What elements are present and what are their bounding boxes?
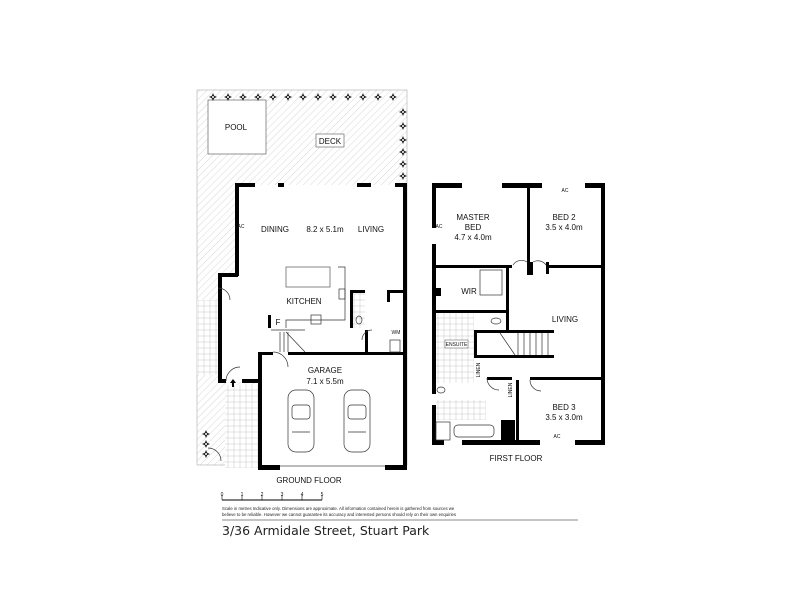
stairs bbox=[499, 332, 549, 356]
gate[interactable] bbox=[207, 447, 222, 462]
master-bed-label: MASTER bbox=[456, 213, 490, 222]
garage-label: GARAGE bbox=[308, 366, 342, 375]
linen-label: LINEN bbox=[476, 362, 482, 377]
master-door[interactable] bbox=[512, 260, 528, 266]
disclaimer-line-1: Scale in metres Indicative only. Dimensi… bbox=[222, 506, 455, 511]
deck-label: DECK bbox=[319, 137, 342, 146]
door-swing[interactable] bbox=[361, 329, 373, 341]
first-floor: MASTER BED 4.7 x 4.0m AC BED 2 3.5 x 4.0… bbox=[432, 183, 605, 463]
first-floor-title: FIRST FLOOR bbox=[490, 454, 543, 463]
kitchen-label: KITCHEN bbox=[286, 297, 321, 306]
master-bed-label-2: BED bbox=[465, 223, 482, 232]
bed2-door[interactable] bbox=[532, 260, 547, 266]
first-walls bbox=[432, 183, 605, 445]
wardrobe bbox=[479, 269, 503, 296]
disclaimer-line-2: believe to be reliable. However we canno… bbox=[222, 512, 456, 517]
house-footprint bbox=[218, 185, 405, 468]
dining-living-size: 8.2 x 5.1m bbox=[306, 225, 344, 234]
bed3-label: BED 3 bbox=[552, 403, 576, 412]
sink-icon bbox=[338, 288, 346, 300]
bathroom-door[interactable] bbox=[486, 377, 500, 391]
scale-bar: 0 1 2 3 4 5 bbox=[221, 492, 324, 501]
shower-icon bbox=[435, 421, 451, 441]
bed3-size: 3.5 x 3.0m bbox=[545, 413, 583, 422]
garage-door-swing[interactable] bbox=[272, 351, 289, 368]
laundry-label: WM bbox=[392, 330, 401, 336]
ground-floor: POOL DECK bbox=[196, 89, 408, 485]
dining-label: DINING bbox=[261, 225, 289, 234]
ensuite-label-box bbox=[444, 339, 469, 349]
linen-label: LINEN bbox=[508, 382, 514, 397]
ensuite-label: ENSUITE bbox=[446, 342, 468, 348]
cooktop-icon bbox=[310, 314, 322, 325]
wc-floor bbox=[353, 293, 365, 328]
deck-label-box bbox=[315, 133, 345, 148]
toilet-icon bbox=[355, 315, 363, 325]
pool bbox=[207, 99, 267, 155]
path-paving bbox=[225, 385, 260, 468]
ac-bed3-label: AC bbox=[554, 434, 561, 440]
ac-master-label: AC bbox=[436, 224, 443, 230]
scale-tick-label: 2 bbox=[261, 492, 264, 498]
scale-tick-label: 3 bbox=[281, 492, 284, 498]
pool-label: POOL bbox=[225, 123, 248, 132]
washing-machine-icon bbox=[389, 339, 401, 353]
living-label: LIVING bbox=[552, 315, 578, 324]
wir-label: WIR bbox=[461, 287, 477, 296]
scale-tick-label: 0 bbox=[221, 492, 224, 498]
ac-label: AC bbox=[238, 224, 245, 230]
bathroom-floor bbox=[436, 400, 486, 420]
kitchen-bench bbox=[285, 266, 346, 328]
ground-walls bbox=[218, 183, 407, 470]
scale-tick-label: 5 bbox=[321, 492, 324, 498]
garage-size: 7.1 x 5.5m bbox=[306, 377, 344, 386]
bathtub-icon bbox=[453, 424, 495, 438]
fridge-label: F bbox=[276, 318, 281, 327]
master-bed-size: 4.7 x 4.0m bbox=[454, 233, 492, 242]
side-door[interactable] bbox=[217, 287, 231, 301]
toilet-icon bbox=[490, 317, 502, 325]
scale-tick-label: 4 bbox=[301, 492, 304, 498]
ground-floor-title: GROUND FLOOR bbox=[276, 476, 342, 485]
bed2-size: 3.5 x 4.0m bbox=[545, 223, 583, 232]
bed3-door[interactable] bbox=[529, 379, 542, 392]
stairs bbox=[271, 329, 306, 353]
entry-door[interactable] bbox=[225, 366, 241, 382]
ac-bed2-label: AC bbox=[562, 188, 569, 194]
side-paving bbox=[197, 300, 219, 375]
property-address: 3/36 Armidale Street, Stuart Park bbox=[222, 523, 430, 538]
bed2-label: BED 2 bbox=[552, 213, 576, 222]
scale-tick-label: 1 bbox=[241, 492, 244, 498]
car-icon bbox=[287, 389, 315, 453]
kitchen-island bbox=[285, 266, 331, 288]
entry-arrow-icon bbox=[230, 379, 236, 387]
car-icon bbox=[343, 389, 371, 453]
toilet-icon bbox=[436, 386, 446, 394]
living-label: LIVING bbox=[358, 225, 384, 234]
